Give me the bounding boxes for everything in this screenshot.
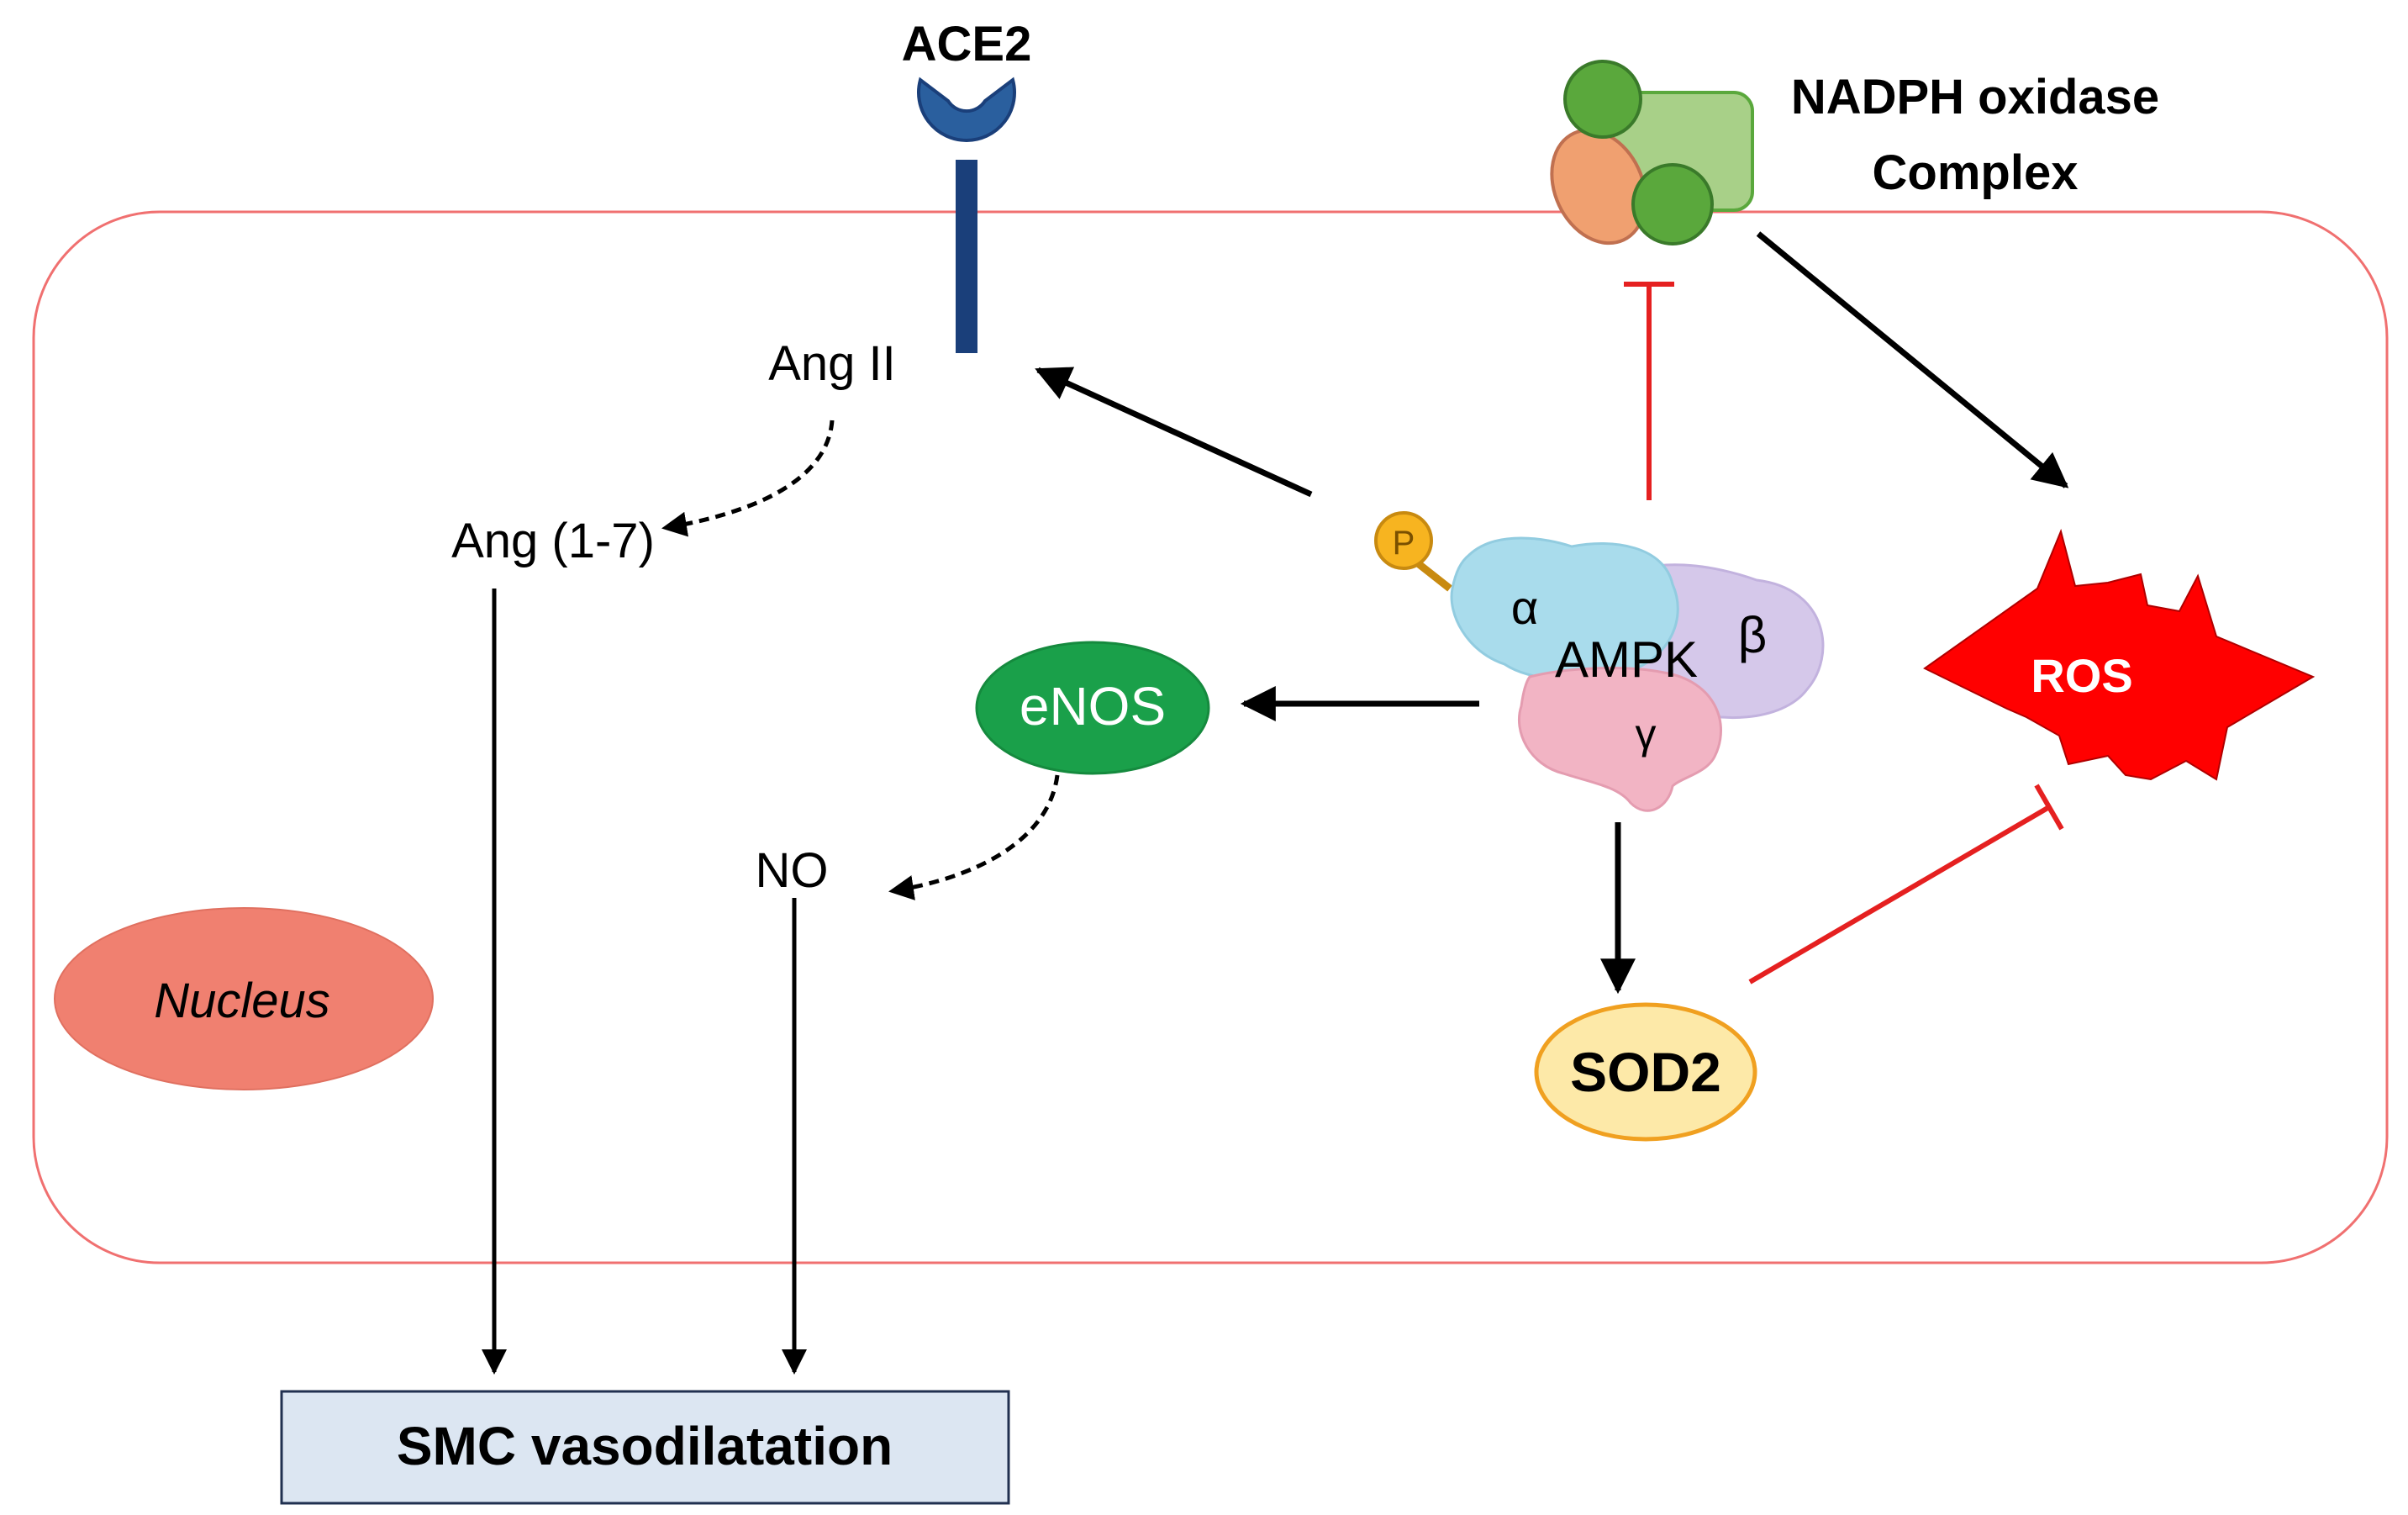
nadph-label-line2: Complex (1873, 145, 2079, 200)
ace2-label: ACE2 (902, 17, 1032, 71)
nadph-subunit-orange (1550, 128, 1647, 245)
inhibit-ampk-nadph (1624, 282, 1674, 500)
ampk-complex: P α β AMPK γ (1374, 511, 1825, 812)
nucleus-label: Nucleus (154, 974, 330, 1028)
phospho-group (1374, 511, 1433, 570)
smc-vasodilatation-box (280, 1390, 1010, 1505)
nadph-label-line1: NADPH oxidase (1791, 70, 2159, 124)
arrow-enos-to-no (888, 774, 1060, 900)
ace2-stem (956, 160, 977, 353)
inhibit-sod2-ros (1748, 784, 2064, 984)
ampk-gamma-label: γ (1636, 710, 1657, 758)
sod2-label: SOD2 (1570, 1041, 1721, 1103)
ang17-label: Ang (1-7) (451, 514, 655, 568)
arrow-ang2-to-ang17 (661, 420, 835, 537)
ace2-receptor (917, 77, 1016, 353)
nucleus (54, 907, 434, 1090)
ampk-gamma-subunit (1517, 667, 1722, 812)
ros-label: ROS (2031, 649, 2132, 702)
ampk-alpha-label: α (1511, 581, 1538, 634)
enos-label: eNOS (1020, 676, 1166, 736)
phospho-label: P (1393, 525, 1415, 562)
nadph-subunit-bottom (1631, 163, 1714, 245)
smc-vasodilatation-label: SMC vasodilatation (397, 1416, 893, 1476)
ros-burst (1923, 528, 2316, 781)
ampk-beta-label: β (1738, 607, 1768, 663)
ace2-head (917, 77, 1016, 142)
ampk-label: AMPK (1555, 631, 1698, 688)
sod2-node (1534, 1002, 1757, 1142)
ang2-label: Ang II (768, 336, 896, 391)
nadph-subunit-top (1563, 60, 1642, 139)
nadph-oxidase-complex (1550, 60, 1754, 245)
arrow-ampk-to-ang2 (1035, 367, 1313, 498)
cell-membrane (32, 210, 2389, 1264)
arrow-nadph-to-ros (1756, 231, 2069, 488)
enos-node (975, 641, 1210, 775)
no-label: NO (756, 843, 829, 898)
